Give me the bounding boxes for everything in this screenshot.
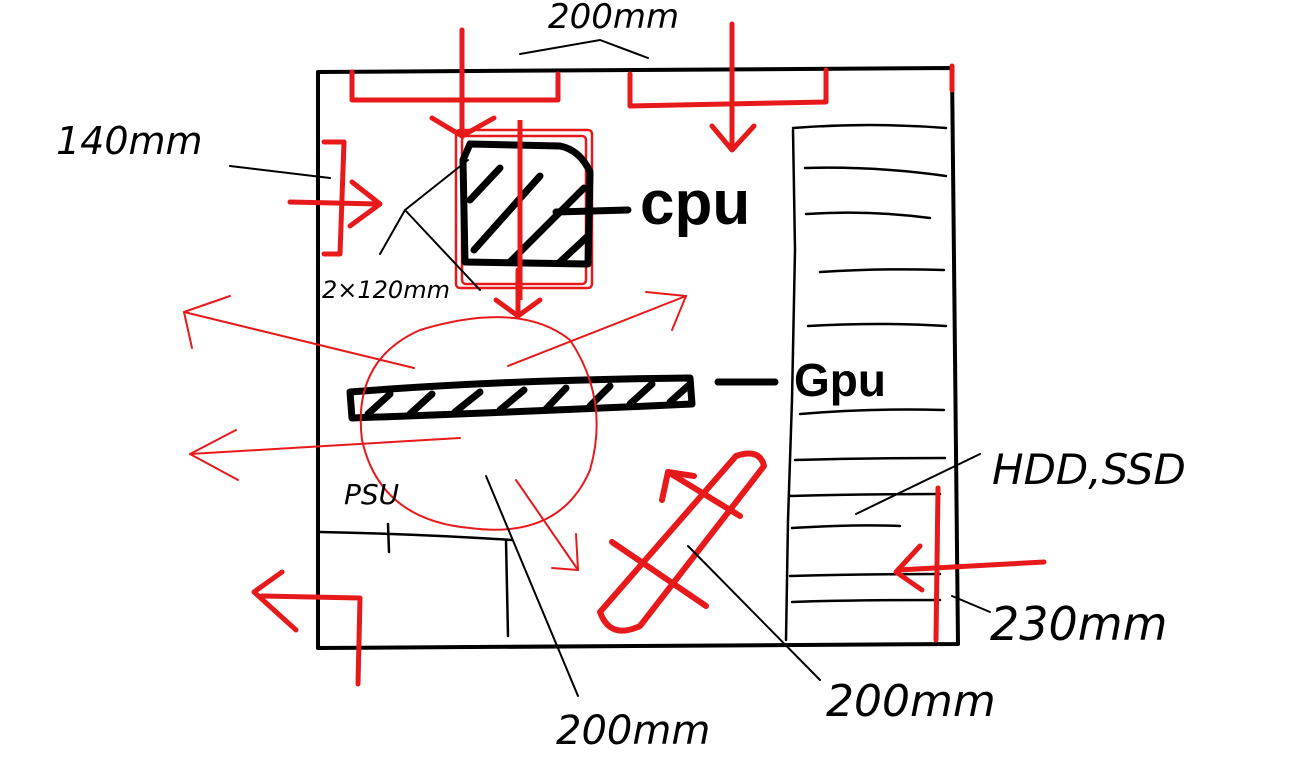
- label-rear-fan: 230mm: [990, 597, 1167, 651]
- cpu-exhaust-arrow: [493, 267, 543, 319]
- label-side-fan: 200mm: [826, 676, 996, 727]
- label-front-fan: 140mm: [56, 119, 203, 163]
- label-top-fans: 200mm: [548, 0, 679, 37]
- front-fan: [287, 139, 383, 257]
- side-fan: [597, 450, 767, 634]
- label-psu: PSU: [344, 478, 399, 511]
- psu-area: [318, 522, 514, 638]
- label-storage: HDD,SSD: [992, 445, 1186, 494]
- bottom-fan: [251, 569, 363, 687]
- drive-cage: [784, 123, 948, 642]
- leader-lines: [229, 38, 991, 697]
- label-bottom-fan: 200mm: [556, 708, 710, 754]
- label-gpu: Gpu: [794, 354, 886, 406]
- top-fan-right: [627, 21, 829, 153]
- rear-fan: [893, 63, 1047, 643]
- top-fan-left: [349, 27, 561, 139]
- airflow-thin-arrows: [183, 291, 687, 571]
- side-fan-circle: [359, 316, 598, 531]
- gpu-card: [346, 374, 696, 422]
- label-cpu: cpu: [640, 169, 750, 238]
- cpu-cooler: [454, 120, 632, 300]
- label-cpu-cooler-fans: 2×120mm: [322, 276, 450, 304]
- case-outline: [316, 66, 960, 650]
